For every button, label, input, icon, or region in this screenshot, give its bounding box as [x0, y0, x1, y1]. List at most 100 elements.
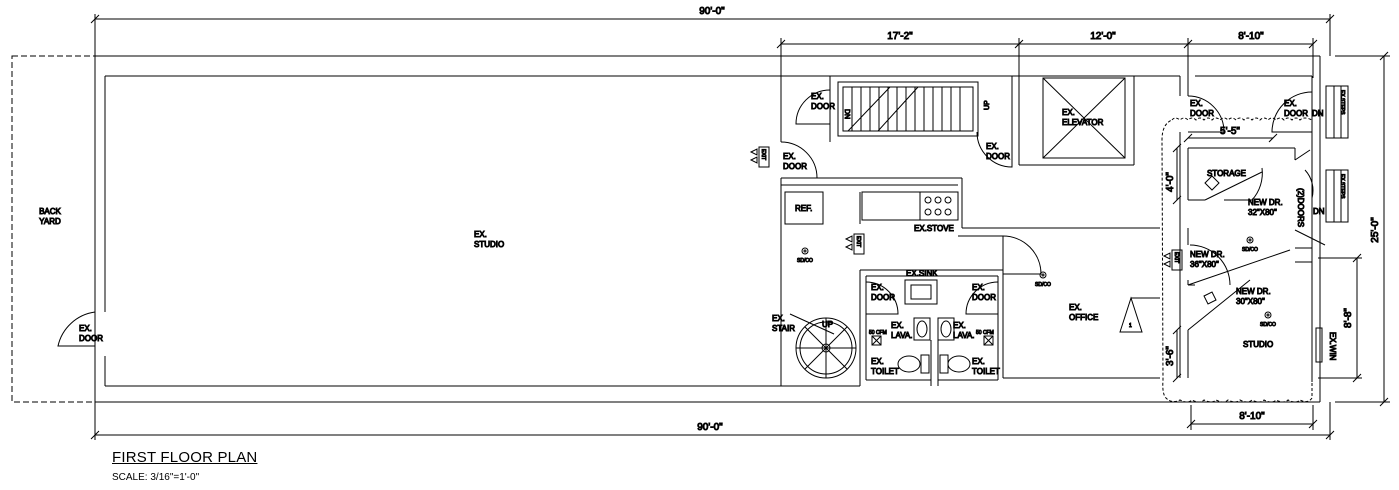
ref-label: REF. [795, 204, 812, 213]
dimension-overall-bottom [90, 402, 1335, 440]
suite-door-label-1: EX. [1190, 99, 1203, 108]
lava-right-label-1: EX. [953, 321, 966, 330]
bath-door-right-swing [965, 281, 999, 315]
ex-spiral-stair [789, 313, 857, 379]
back-door-swing [57, 311, 96, 356]
office-label-2: OFFICE [1069, 313, 1098, 322]
kitchen-counter [861, 191, 959, 221]
sd-co-detector [1039, 271, 1047, 279]
refrigerator [784, 191, 824, 225]
ex-sink-label: EX.SINK [906, 269, 938, 278]
dimension-bottom-right [1186, 405, 1318, 430]
lobby-door-label-2: DOOR [986, 152, 1010, 161]
core-door-swing [780, 141, 818, 179]
back-door-label-2: DOOR [79, 334, 103, 343]
dimension-segments-top [776, 38, 1318, 78]
office-label-1: EX. [1069, 303, 1082, 312]
lava-right-label-2: LAVA. [953, 331, 975, 340]
back-door-label-1: EX. [79, 324, 92, 333]
spiral-stair-label-2: STAIR [772, 324, 795, 333]
ex-lava-left [913, 317, 931, 341]
sd-co-detector [801, 247, 809, 255]
exit-sign-3 [1162, 249, 1183, 271]
backyard-label-2: YARD [39, 217, 61, 226]
toilet-right-label-1: EX. [972, 357, 985, 366]
exit-sign-2 [844, 233, 865, 255]
stair-door-label-2: DOOR [811, 102, 835, 111]
double-doors [1294, 149, 1326, 246]
storage-label: STORAGE [1207, 169, 1246, 178]
dimension-width-right [1318, 51, 1390, 407]
dimension-storage [1172, 133, 1278, 383]
front-door-label-2: DOOR [1284, 109, 1308, 118]
dimension-label-seg-3: 8'-10" [1238, 31, 1264, 42]
revision-tag-label: 1 [1129, 323, 1132, 329]
ex-toilet-right [939, 354, 971, 374]
new-door-30 [1187, 279, 1251, 331]
ex-window [1315, 327, 1323, 363]
suite-door-swing [1187, 95, 1225, 133]
new-dr-36-label-2: 36"X80" [1190, 260, 1219, 269]
toilet-right-label-2: TOILET [972, 367, 1000, 376]
new-dr-30-label-2: 30"X80" [1236, 297, 1265, 306]
ex-lava-right [937, 317, 955, 341]
suite-studio-label: STUDIO [1243, 340, 1273, 349]
dimension-label-bottom-right: 8'-10" [1239, 411, 1265, 422]
dimension-label-overall-bottom: 90'-0" [697, 422, 723, 433]
ex-win-label: EX.WIN [1328, 332, 1337, 361]
new-dr-30-label-1: NEW DR. [1236, 287, 1271, 296]
spiral-stair-up-label: UP [822, 320, 833, 329]
ex-elevator [1042, 77, 1126, 159]
dimension-label-seg-2: 12'-0" [1090, 31, 1116, 42]
exit-sign-3-label: EXIT [1173, 252, 1179, 263]
two-doors-label: (2)DOORS [1296, 188, 1305, 227]
ex-sink [904, 279, 938, 305]
dimension-label-studio-depth: 8'-8" [1343, 308, 1354, 328]
new-dr-36-label-1: NEW DR. [1190, 250, 1225, 259]
ex-steps-top [1325, 85, 1349, 139]
dimension-label-width-right: 25'-0" [1370, 217, 1381, 243]
bath-door-left-swing [865, 281, 899, 315]
stair-up-label: UP [984, 100, 991, 110]
lobby-door-label-1: EX. [986, 142, 999, 151]
ex-studio-label-1: EX. [474, 230, 487, 239]
new-door-36 [1187, 244, 1291, 286]
elevator-label-1: EX. [1062, 108, 1075, 117]
exit-sign-1-label: EXIT [760, 149, 766, 160]
dimension-overall-top [90, 14, 1335, 56]
core-door-label-2: DOOR [783, 162, 807, 171]
sd-co-detector [1264, 311, 1272, 319]
sd-co-label-1: SD/CO [797, 258, 813, 264]
sd-co-label-2: SD/CO [1035, 282, 1051, 288]
exhaust-fan-left [871, 335, 882, 346]
stair-door-label-1: EX. [811, 92, 824, 101]
new-door-storage [1204, 167, 1263, 201]
spiral-stair-label-1: EX. [772, 314, 785, 323]
suite-walls [1179, 76, 1312, 378]
backyard-label-1: BACK [39, 207, 61, 216]
toilet-left-label-1: EX. [871, 357, 884, 366]
bath-door-right-label-1: EX. [972, 283, 985, 292]
suite-door-label-2: DOOR [1190, 109, 1214, 118]
exit-sign-1 [749, 146, 770, 168]
ex-stair-flight [837, 81, 979, 137]
backyard-outline [11, 55, 96, 403]
dimension-label-storage-depth: 4'-0" [1165, 172, 1176, 192]
dimension-label-overall-top: 90'-0" [699, 6, 725, 17]
front-door-swing [1271, 91, 1313, 133]
dimension-label-storage-width: 5'-5" [1220, 126, 1240, 137]
ex-steps-mid-label: EX.STEPS [1339, 174, 1345, 199]
sd-co-detector [1246, 236, 1254, 244]
sd-co-label-4: SD/CO [1260, 322, 1276, 328]
ex-toilet-left [897, 354, 930, 374]
plan-scale: SCALE: 3/16"=1'-0" [112, 472, 200, 483]
plan-title: FIRST FLOOR PLAN [112, 449, 258, 466]
bath-door-right-label-2: DOOR [972, 293, 996, 302]
ex-stove-label: EX.STOVE [914, 224, 954, 233]
front-door-dn-label: DN [1312, 109, 1324, 118]
stair-dn-label: DN [843, 109, 850, 119]
exit-sign-2-label: EXIT [855, 236, 861, 247]
core-walls [780, 75, 1312, 386]
steps-dn-label: DN [1313, 207, 1325, 216]
